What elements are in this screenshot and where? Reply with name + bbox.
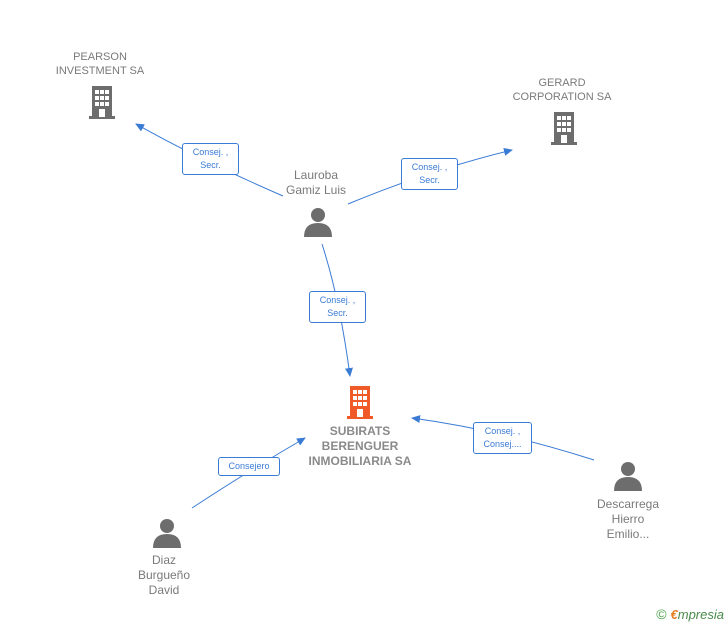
lauroba-name-line1: Lauroba [293,168,339,182]
person-icon[interactable] [151,517,183,549]
building-icon[interactable] [86,84,118,120]
node-label-descarrega: Descarrega Hierro Emilio... [576,497,680,542]
diaz-name-line2: Burgueño [137,568,191,582]
edge-label-line1: Consej. , [411,162,448,172]
edge-label-lauroba-pearson[interactable]: Consej. , Secr. [182,143,239,175]
gerard-name-line2: CORPORATION SA [512,91,612,103]
pearson-name-line2: INVESTMENT SA [55,65,145,77]
edge-label-line2: Consej.... [483,439,522,449]
diaz-name-line1: Diaz [151,553,176,567]
edge-label-descarrega-subirats[interactable]: Consej. , Consej.... [473,422,532,454]
node-label-diaz: Diaz Burgueño David [114,553,214,598]
edge-label-lauroba-subirats[interactable]: Consej. , Secr. [309,291,366,323]
edge-label-diaz-subirats[interactable]: Consejero [218,457,280,476]
empresia-logo: ©€mpresia [656,606,724,622]
lauroba-name-line2: Gamiz Luis [285,183,347,197]
descarrega-name-line3: Emilio... [606,527,650,541]
pearson-name-line1: PEARSON [73,51,127,63]
node-label-subirats: SUBIRATS BERENGUER INMOBILIARIA SA [290,424,430,469]
descarrega-name-line2: Hierro [611,512,645,526]
node-label-lauroba: Lauroba Gamiz Luis [264,168,368,198]
copyright-symbol: © [656,606,667,622]
node-label-pearson: PEARSON INVESTMENT SA [40,50,160,78]
edge-label-line2: Secr. [419,175,440,185]
brand-rest: mpresia [677,607,724,622]
building-icon[interactable] [548,110,580,146]
subirats-name-line3: INMOBILIARIA SA [308,454,412,468]
edge-label-line1: Consej. , [319,295,356,305]
edge-label-line1: Consejero [228,461,270,471]
edge-label-lauroba-gerard[interactable]: Consej. , Secr. [401,158,458,190]
edge-label-line1: Consej. , [484,426,521,436]
node-label-gerard: GERARD CORPORATION SA [502,76,622,104]
edge-label-line2: Secr. [200,160,221,170]
edge-label-line1: Consej. , [192,147,229,157]
brand-e: € [670,607,678,622]
person-icon[interactable] [302,206,334,238]
gerard-name-line1: GERARD [538,77,586,89]
descarrega-name-line1: Descarrega [596,497,660,511]
edge-label-line2: Secr. [327,308,348,318]
building-icon[interactable] [344,384,376,420]
diaz-name-line3: David [148,583,180,597]
subirats-name-line2: BERENGUER [321,439,399,453]
subirats-name-line1: SUBIRATS [329,424,391,438]
person-icon[interactable] [612,460,644,492]
